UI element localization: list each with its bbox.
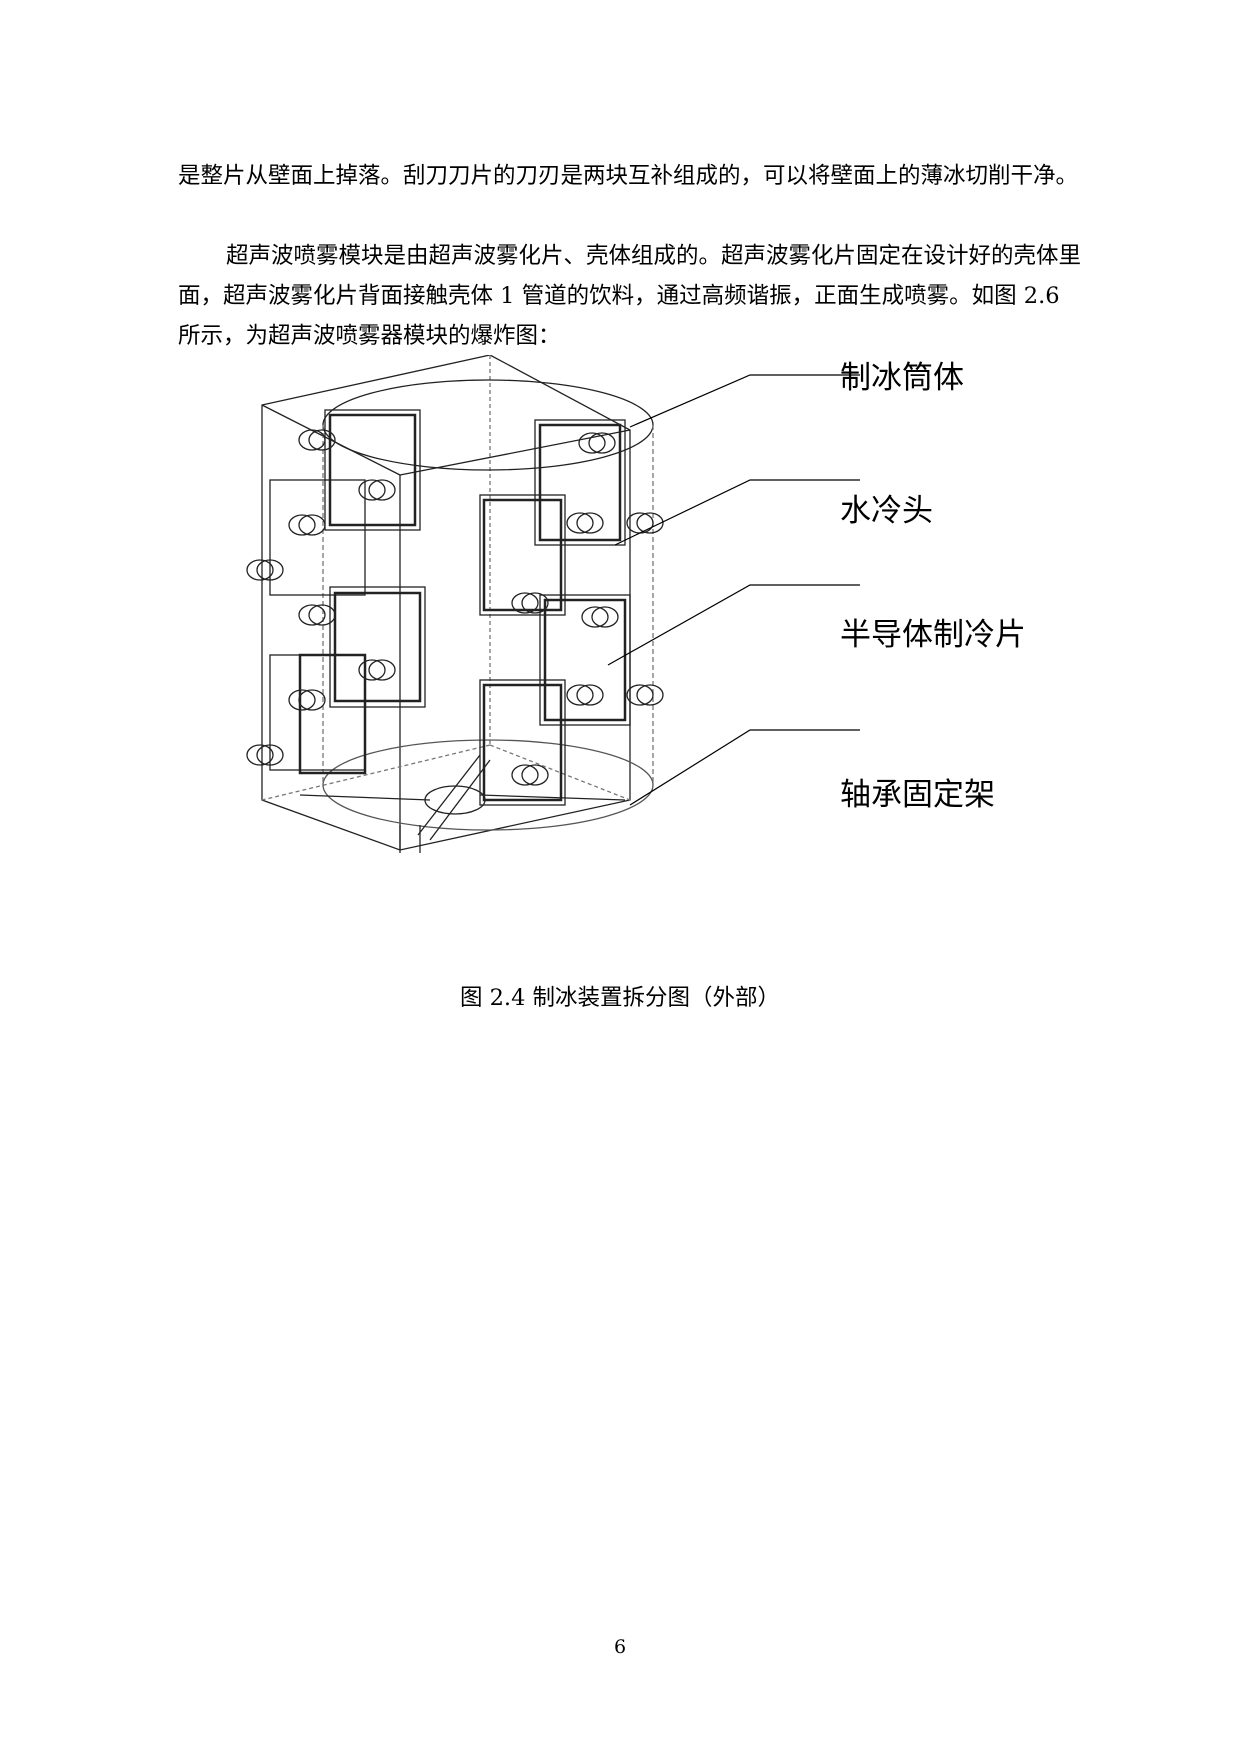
- bearing-bracket: [299, 754, 626, 853]
- label-ice-cylinder: 制冰筒体: [840, 360, 964, 396]
- label-water-cooling-head: 水冷头: [840, 493, 933, 529]
- exploded-view-figure: 制冰筒体 水冷头 半导体制冷片 轴承固定架: [240, 355, 1030, 965]
- ice-cylinder: [322, 379, 654, 831]
- left-cooling-blocks: [269, 409, 426, 775]
- outer-housing: [261, 355, 631, 851]
- label-bearing-bracket: 轴承固定架: [840, 777, 995, 813]
- figure-caption: 图 2.4 制冰装置拆分图（外部）: [459, 985, 781, 1011]
- ice-maker-drawing: [246, 355, 860, 853]
- right-cooling-blocks: [479, 419, 631, 806]
- page-number: 6: [613, 1636, 627, 1658]
- body-paragraph-1: 是整片从壁面上掉落。刮刀刀片的刀刃是两块互补组成的，可以将壁面上的薄冰切削干净。: [178, 163, 1079, 189]
- leader-lines: [607, 374, 860, 806]
- label-semiconductor-cooler: 半导体制冷片: [840, 617, 1026, 653]
- body-paragraph-2: 超声波喷雾模块是由超声波雾化片、壳体组成的。超声波雾化片固定在设计好的壳体里面，…: [178, 243, 1082, 349]
- pipe-fittings: [246, 429, 664, 786]
